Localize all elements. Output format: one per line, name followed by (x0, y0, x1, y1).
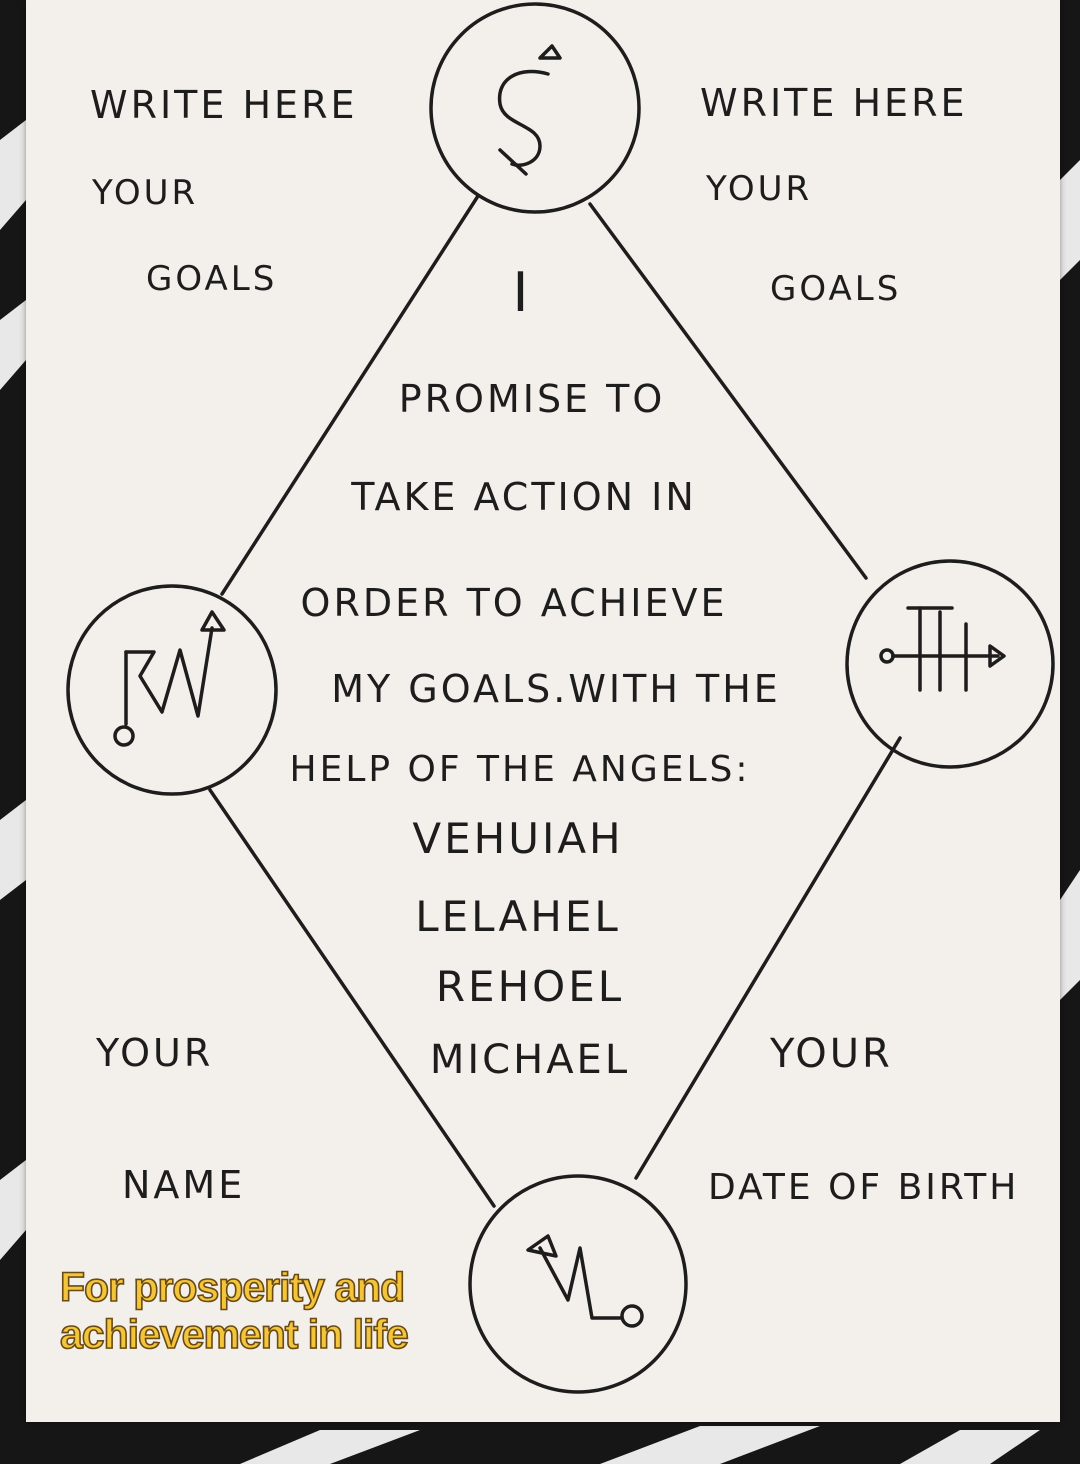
caption-overlay: For prosperity and achievement in life (59, 1263, 409, 1358)
promise-line4: ORDER TO ACHIEVE (300, 581, 728, 625)
note-top-left-line3: GOALS (146, 259, 278, 299)
promise-line5: MY GOALS.WITH THE (331, 667, 781, 711)
diamond-edge-bottom-left (208, 788, 496, 1208)
promise-line2: PROMISE TO (398, 377, 666, 421)
angel-name: VEHUIAH (412, 814, 624, 863)
diamond-edge-bottom-right (634, 736, 902, 1180)
note-top-left-line1: WRITE HERE (90, 83, 358, 127)
sigil-rehoel-icon (845, 559, 1055, 769)
note-bottom-right-line2: DATE OF BIRTH (708, 1167, 1020, 1208)
note-bottom-left-line1: YOUR (96, 1031, 214, 1075)
sigil-vehuiah-icon (429, 2, 641, 214)
angel-name: MICHAEL (429, 1037, 631, 1083)
note-top-right-line1: WRITE HERE (700, 81, 968, 125)
note-bottom-right-line1: YOUR (770, 1031, 893, 1077)
angel-name: LELAHEL (415, 892, 621, 941)
promise-line1: I (512, 261, 532, 324)
sigil-lelahel-icon (66, 584, 278, 796)
diamond-edge-top-left (220, 194, 480, 596)
sigil-michael-icon (468, 1174, 688, 1394)
note-top-right-line3: GOALS (770, 269, 902, 309)
note-bottom-left-line2: NAME (122, 1163, 246, 1207)
angel-name: REHOEL (435, 962, 625, 1011)
diamond-edge-top-right (588, 202, 868, 580)
promise-line3: TAKE ACTION IN (351, 475, 697, 519)
note-top-right-line2: YOUR (706, 169, 813, 209)
caption-line1: For prosperity and (59, 1263, 406, 1311)
caption-line2: achievement in life (59, 1310, 409, 1358)
note-top-left-line2: YOUR (92, 173, 199, 213)
promise-line6: HELP OF THE ANGELS: (289, 749, 751, 790)
